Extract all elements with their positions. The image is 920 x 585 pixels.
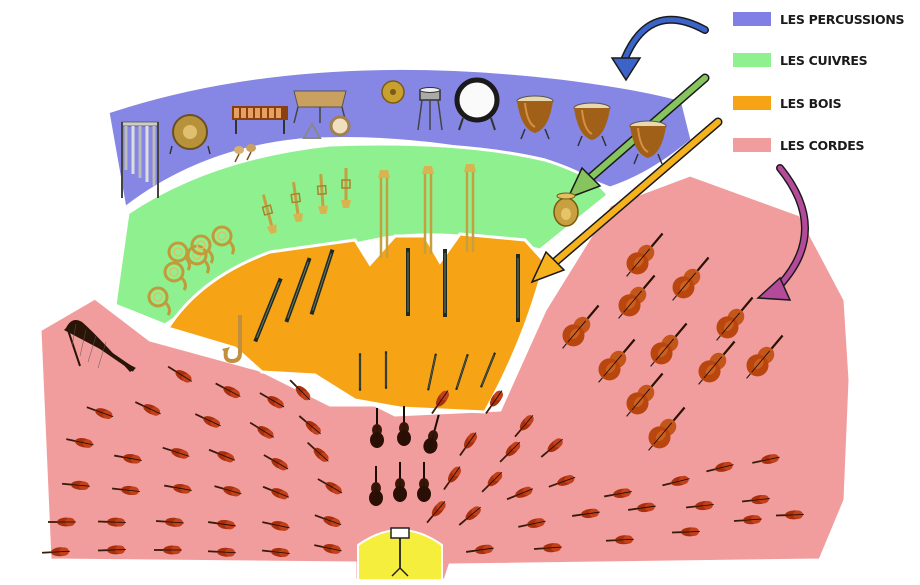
legend-item-cuivres: LES CUIVRES — [733, 53, 868, 68]
legend-item-bois: LES BOIS — [733, 96, 842, 111]
legend-label-percussions: LES PERCUSSIONS — [780, 12, 904, 27]
legend-swatch-percussions — [733, 12, 771, 26]
legend-label-bois: LES BOIS — [780, 96, 842, 111]
legend-swatch-cordes — [733, 138, 771, 152]
tambourine-icon — [331, 117, 349, 135]
percussion-arrow — [612, 20, 705, 80]
legend-swatch-cuivres — [733, 53, 771, 67]
legend-item-cordes: LES CORDES — [733, 138, 864, 153]
tuba-icon — [554, 193, 578, 226]
legend-item-percussions: LES PERCUSSIONS — [733, 12, 904, 27]
legend-label-cuivres: LES CUIVRES — [780, 53, 868, 68]
legend: LES PERCUSSIONS LES CUIVRES LES BOIS LES… — [733, 12, 904, 153]
legend-swatch-bois — [733, 96, 771, 110]
legend-label-cordes: LES CORDES — [780, 138, 864, 153]
cymbal-icon — [382, 81, 404, 103]
